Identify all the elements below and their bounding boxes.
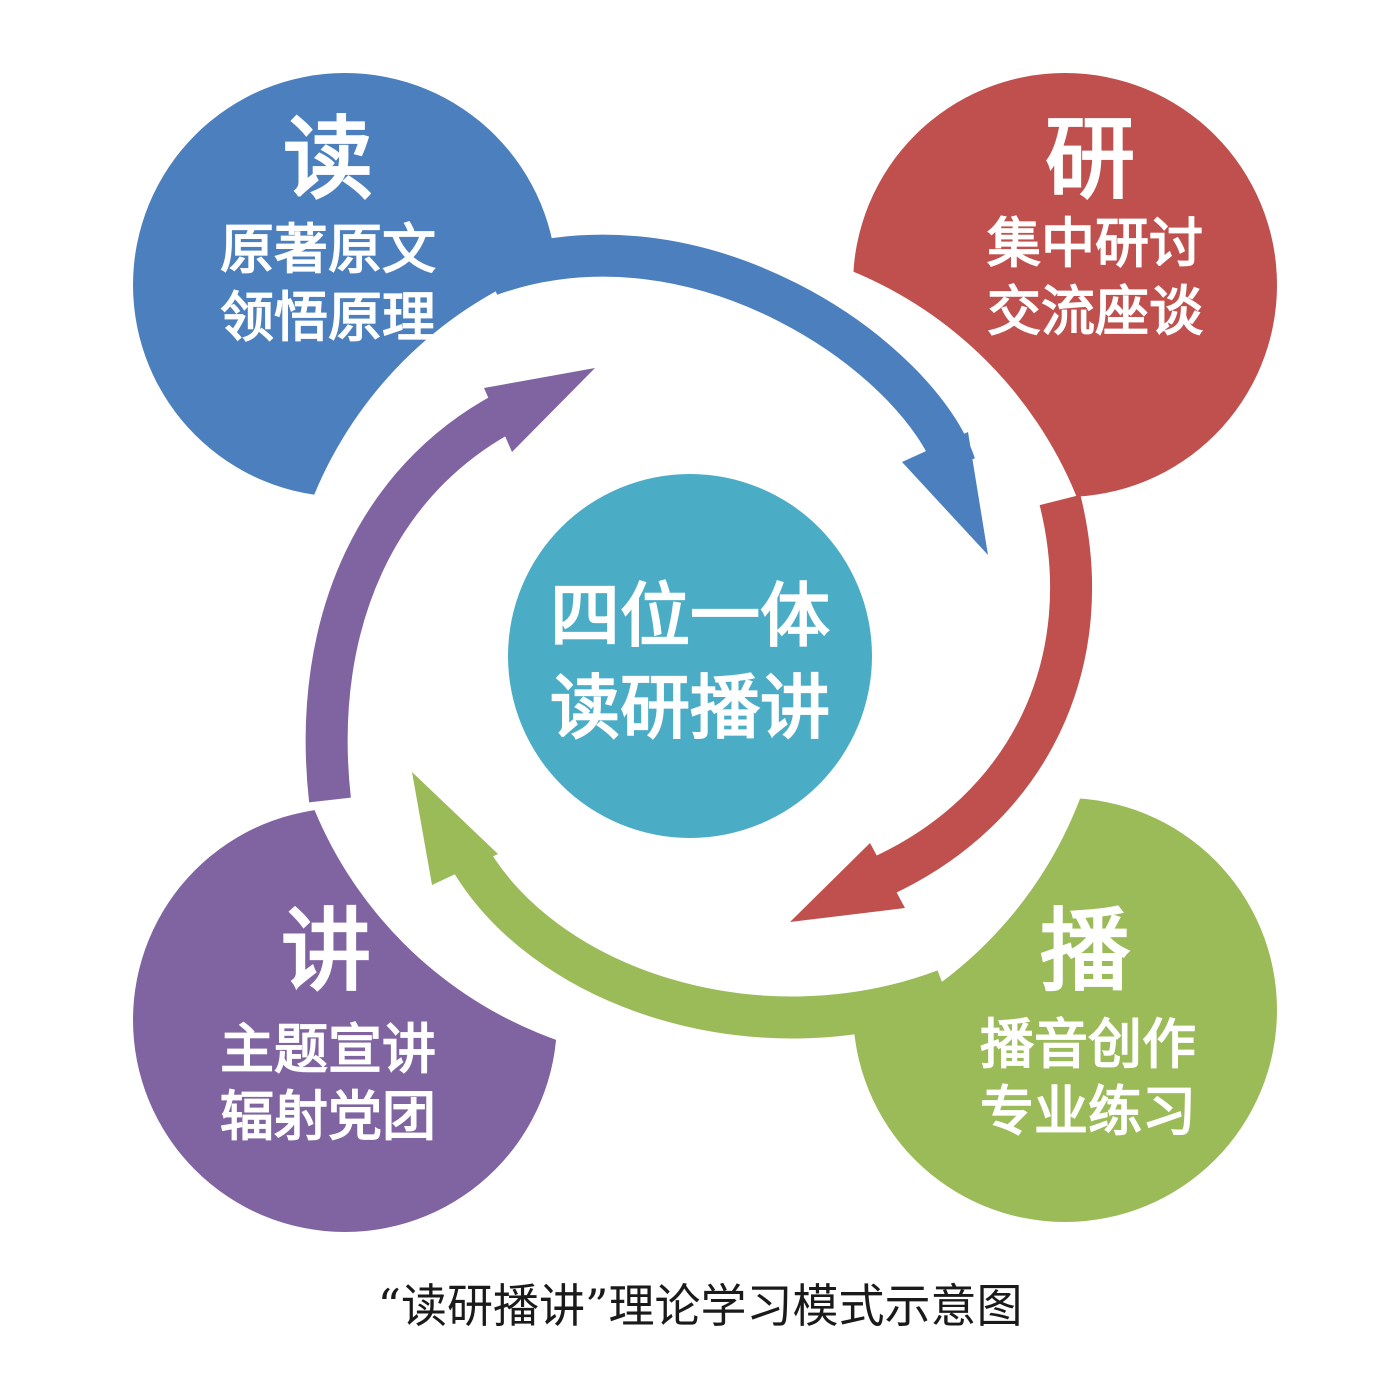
arrow-broadcast-to-lecture	[412, 772, 953, 1039]
lecture-line2: 辐射党团	[220, 1085, 436, 1148]
lecture-line1: 主题宣讲	[220, 1018, 436, 1081]
read-line2: 领悟原理	[220, 286, 436, 349]
arrow-read-to-research	[482, 234, 988, 555]
arrow-lecture-to-read	[305, 368, 595, 803]
read-line1: 原著原文	[220, 218, 436, 281]
lecture-title: 讲	[281, 899, 371, 1004]
center-line1: 四位一体	[550, 575, 830, 657]
broadcast-line2: 专业练习	[980, 1080, 1196, 1143]
center-circle	[508, 474, 872, 838]
read-title: 读	[283, 107, 373, 212]
diagram-caption: “读研播讲”理论学习模式示意图	[377, 1279, 1022, 1333]
arrow-research-to-broadcast	[790, 494, 1093, 922]
broadcast-line1: 播音创作	[980, 1013, 1196, 1076]
broadcast-title: 播	[1040, 899, 1131, 1004]
research-line1: 集中研讨	[986, 212, 1203, 275]
center-line2: 读研播讲	[550, 667, 830, 749]
research-title: 研	[1045, 107, 1135, 212]
research-line2: 交流座谈	[987, 280, 1204, 343]
